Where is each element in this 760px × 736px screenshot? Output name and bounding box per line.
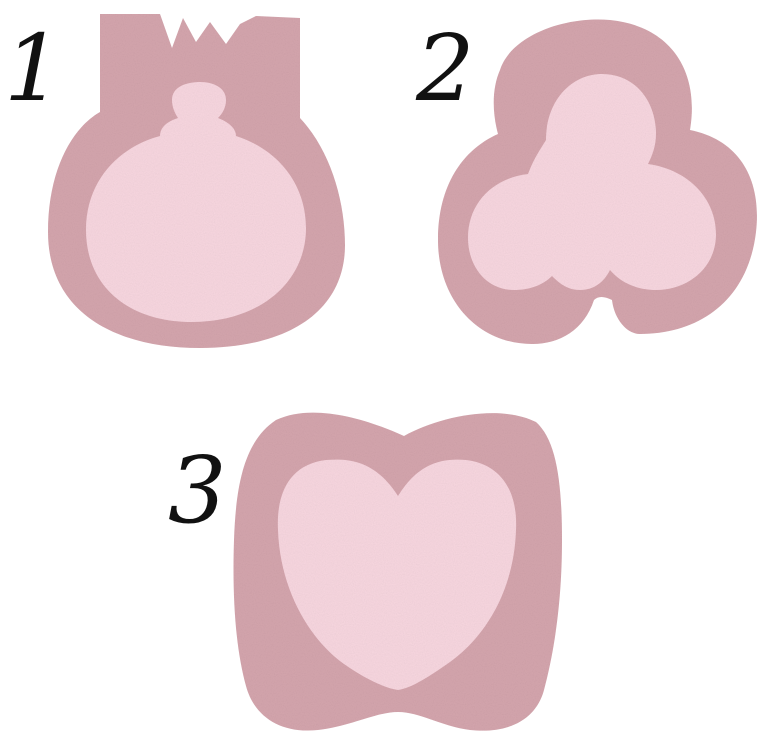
shape-1-pomegranate — [48, 14, 345, 348]
label-2: 2 — [415, 15, 475, 122]
label-1: 1 — [4, 15, 63, 122]
label-3: 3 — [168, 437, 227, 544]
shape-3-apple — [234, 413, 563, 731]
shape-2-trefoil — [438, 20, 757, 344]
